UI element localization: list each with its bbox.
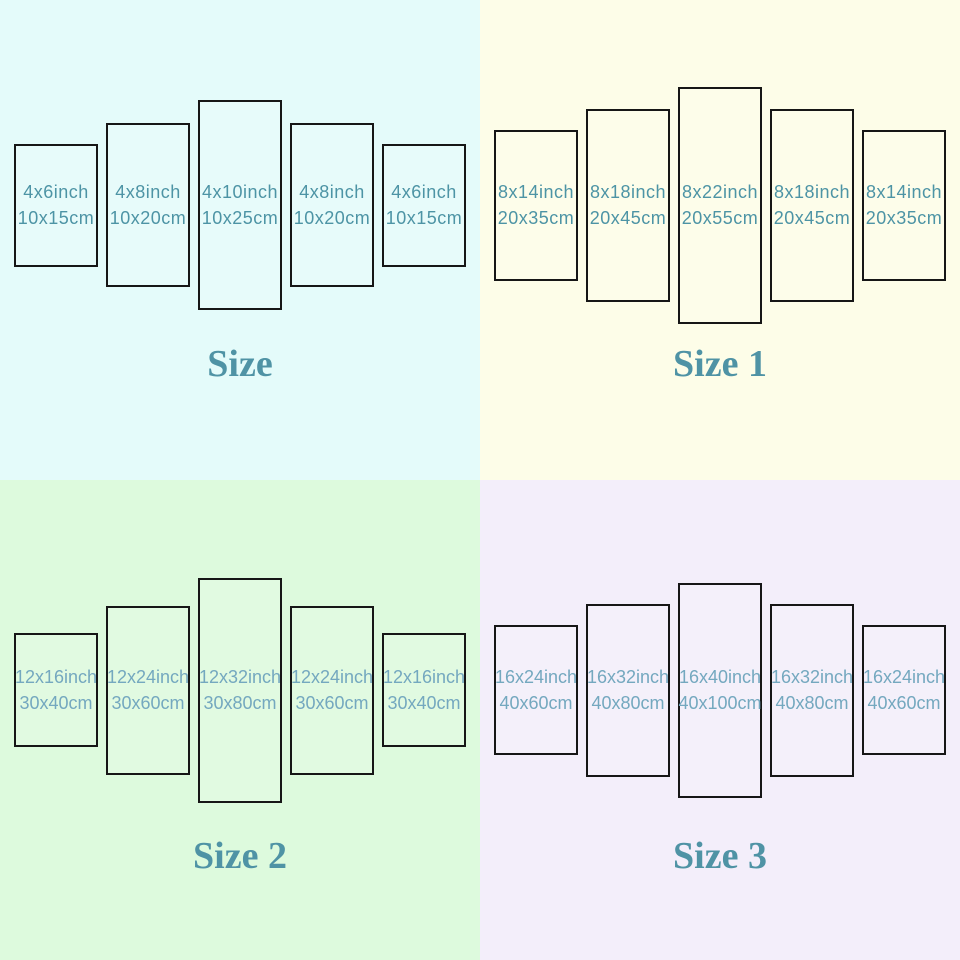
canvas-panel: 16x32inch 40x80cm [586, 603, 670, 777]
canvas-panel: 4x8inch 10x20cm [106, 123, 190, 287]
canvas-panel: 4x8inch 10x20cm [290, 123, 374, 287]
quadrant-title: Size 2 [193, 835, 287, 877]
panel-size-cm: 30x60cm [295, 693, 369, 713]
canvas-panel: 12x16inch 30x40cm [14, 633, 98, 747]
quadrant-size-3: 16x24inch 40x60cm 16x32inch 40x80cm 16x4… [480, 480, 960, 960]
quadrant-title: Size 1 [673, 343, 767, 385]
canvas-panel: 12x16inch 30x40cm [382, 633, 466, 747]
panel-row: 12x16inch 30x40cm 12x24inch 30x60cm 12x3… [0, 480, 480, 900]
panel-size-cm: 40x60cm [867, 693, 941, 713]
panel-size-cm: 10x15cm [385, 208, 463, 228]
canvas-panel: 16x24inch 40x60cm [862, 625, 946, 755]
quadrant-title: Size 3 [673, 835, 767, 877]
panel-size-cm: 10x25cm [201, 208, 279, 228]
panel-size-inch: 12x16inch [382, 667, 466, 687]
panel-size-cm: 30x40cm [387, 693, 461, 713]
panel-size-inch: 8x22inch [681, 182, 759, 202]
canvas-panel: 16x24inch 40x60cm [494, 625, 578, 755]
panel-size-cm: 10x15cm [17, 208, 95, 228]
panel-size-cm: 20x35cm [497, 208, 575, 228]
panel-size-cm: 40x80cm [591, 693, 665, 713]
panel-row: 8x14inch 20x35cm 8x18inch 20x45cm 8x22in… [480, 0, 960, 410]
panel-size-inch: 16x24inch [494, 667, 578, 687]
panel-row: 4x6inch 10x15cm 4x8inch 10x20cm 4x10inch… [0, 0, 480, 410]
quadrant-size: 4x6inch 10x15cm 4x8inch 10x20cm 4x10inch… [0, 0, 480, 480]
panel-size-cm: 10x20cm [109, 208, 187, 228]
canvas-panel: 8x14inch 20x35cm [862, 129, 946, 281]
panel-size-inch: 16x40inch [678, 667, 762, 687]
panel-size-inch: 16x32inch [586, 667, 670, 687]
panel-size-cm: 20x45cm [589, 208, 667, 228]
panel-size-cm: 20x35cm [865, 208, 943, 228]
panel-size-cm: 10x20cm [293, 208, 371, 228]
panel-size-cm: 40x60cm [499, 693, 573, 713]
panel-size-inch: 4x8inch [115, 182, 181, 202]
panel-size-inch: 4x6inch [391, 182, 457, 202]
canvas-panel: 4x6inch 10x15cm [14, 143, 98, 267]
canvas-panel: 16x32inch 40x80cm [770, 603, 854, 777]
panel-size-cm: 30x40cm [19, 693, 93, 713]
panel-size-inch: 16x24inch [862, 667, 946, 687]
quadrant-size-1: 8x14inch 20x35cm 8x18inch 20x45cm 8x22in… [480, 0, 960, 480]
panel-size-cm: 40x80cm [775, 693, 849, 713]
panel-size-inch: 12x24inch [106, 667, 190, 687]
canvas-panel: 16x40inch 40x100cm [678, 582, 762, 798]
panel-size-inch: 12x24inch [290, 667, 374, 687]
panel-size-cm: 20x45cm [773, 208, 851, 228]
panel-size-cm: 40x100cm [678, 693, 762, 713]
panel-size-inch: 4x10inch [201, 182, 279, 202]
canvas-panel: 8x18inch 20x45cm [586, 108, 670, 302]
canvas-panel: 12x32inch 30x80cm [198, 577, 282, 803]
panel-size-inch: 8x14inch [865, 182, 943, 202]
quadrant-size-2: 12x16inch 30x40cm 12x24inch 30x60cm 12x3… [0, 480, 480, 960]
canvas-panel: 4x10inch 10x25cm [198, 100, 282, 310]
panel-size-inch: 4x8inch [299, 182, 365, 202]
panel-size-inch: 12x16inch [14, 667, 98, 687]
quadrant-title: Size [207, 343, 273, 385]
canvas-panel: 8x22inch 20x55cm [678, 86, 762, 324]
panel-size-cm: 30x80cm [203, 693, 277, 713]
panel-size-inch: 4x6inch [23, 182, 89, 202]
panel-size-cm: 20x55cm [681, 208, 759, 228]
canvas-panel: 12x24inch 30x60cm [290, 605, 374, 775]
canvas-panel: 8x18inch 20x45cm [770, 108, 854, 302]
panel-size-cm: 30x60cm [111, 693, 185, 713]
canvas-panel: 12x24inch 30x60cm [106, 605, 190, 775]
panel-size-inch: 8x18inch [589, 182, 667, 202]
panel-size-inch: 8x14inch [497, 182, 575, 202]
canvas-panel: 4x6inch 10x15cm [382, 143, 466, 267]
panel-size-inch: 16x32inch [770, 667, 854, 687]
canvas-panel: 8x14inch 20x35cm [494, 129, 578, 281]
panel-size-inch: 12x32inch [198, 667, 282, 687]
panel-row: 16x24inch 40x60cm 16x32inch 40x80cm 16x4… [480, 480, 960, 900]
panel-size-inch: 8x18inch [773, 182, 851, 202]
